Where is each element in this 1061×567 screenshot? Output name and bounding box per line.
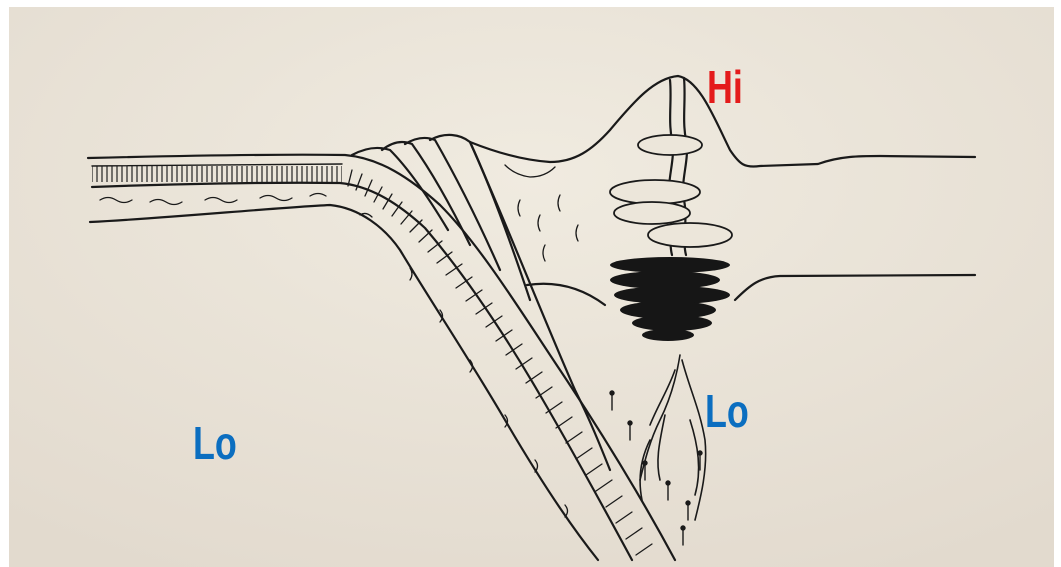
high-pressure-label: Hi [707, 64, 743, 110]
low-pressure-label-center: Lo [705, 388, 749, 434]
subduction-zone-sketch [9, 7, 1054, 567]
low-pressure-label-left: Lo [193, 420, 237, 466]
crust-hatching-flat [92, 166, 342, 182]
